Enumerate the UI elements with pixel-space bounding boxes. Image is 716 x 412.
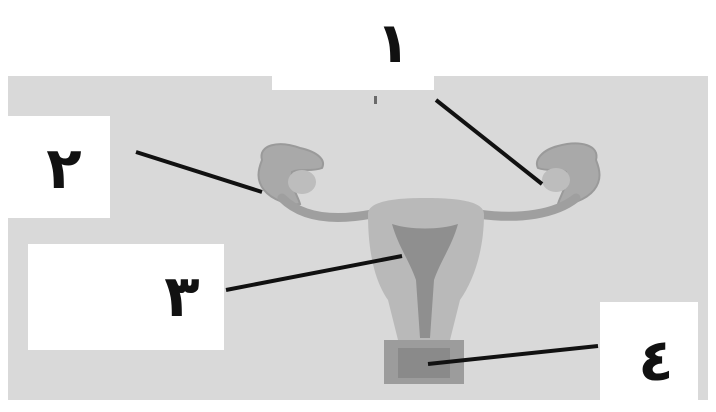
label-1: ١ [376, 11, 410, 76]
label-1-tick [374, 96, 377, 104]
right-ovary [542, 168, 570, 192]
label-4: ٤ [638, 326, 673, 394]
label-3: ٣ [164, 262, 199, 330]
left-ovary [288, 170, 316, 194]
label-2: ٢ [46, 134, 81, 202]
